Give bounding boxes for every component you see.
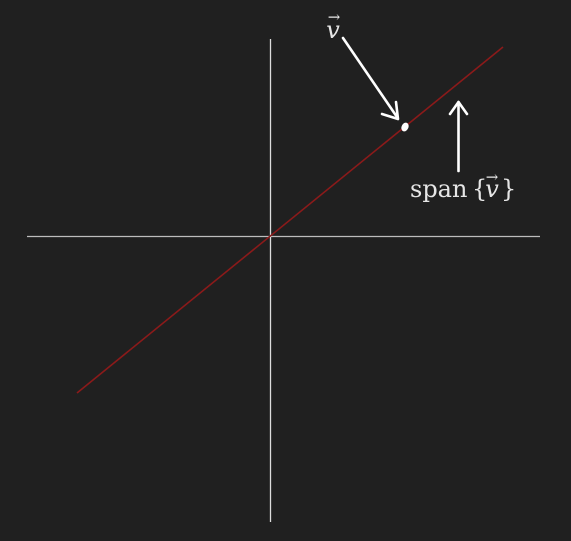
span-pointer-arrow (448, 100, 469, 173)
span-vector-arrow-accent: → (486, 168, 499, 186)
span-word: span (410, 175, 467, 203)
span-line (76, 46, 504, 394)
span-close-brace: } (501, 175, 516, 203)
span-open-brace: { (472, 175, 487, 203)
vector-arrow-accent: → (328, 8, 341, 26)
vector-point (401, 122, 409, 132)
vector-pointer-arrow (341, 36, 400, 121)
vector-symbol: v (326, 16, 340, 44)
span-vector-symbol: v (485, 175, 499, 203)
vector-label: → v (326, 8, 340, 44)
span-label: span { → v } (410, 168, 516, 203)
